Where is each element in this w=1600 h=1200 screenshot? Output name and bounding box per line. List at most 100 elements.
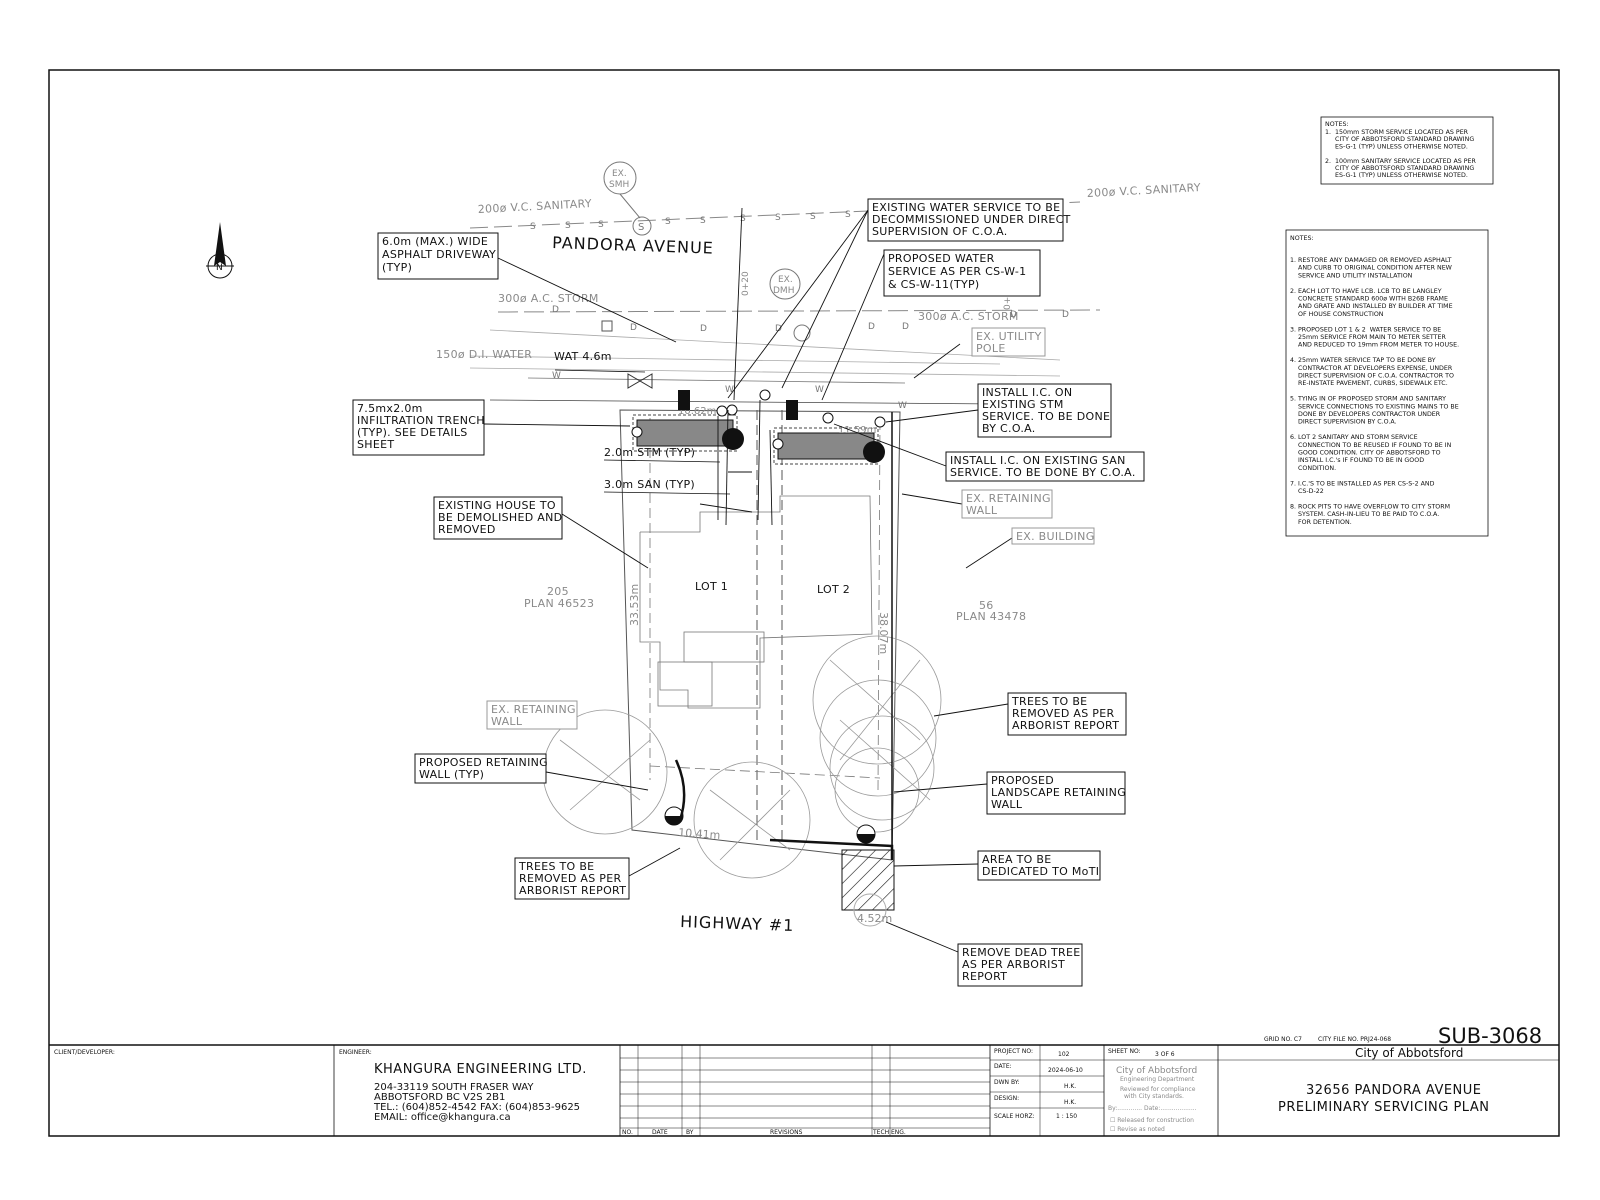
engineer-email: EMAIL: office@khangura.ca [374,1112,511,1123]
coa-stamp-1: City of Abbotsford [1116,1066,1197,1076]
water-meter-lot2-icon [786,400,798,420]
svg-text:WALL: WALL [991,798,1023,811]
note-line: CONTRACTOR AT DEVELOPERS EXPENSE, UNDER [1290,365,1453,372]
ex-dmh-label-2: DMH [773,286,794,296]
dim-dedication: 4.52m [857,912,892,925]
note-line: 5. TYING IN OF PROPOSED STORM AND SANITA… [1290,396,1446,403]
design-label: DESIGN: [994,1095,1019,1102]
note-line: CONNECTION TO BE REUSED IF FOUND TO BE I… [1290,442,1452,449]
dim-width-label: 10.62m [678,406,716,417]
svg-text:W: W [725,385,734,395]
note-line: FOR DETENTION. [1290,519,1352,526]
infiltration-trench-lot2 [777,432,875,460]
note-line: 2. 100mm SANITARY SERVICE LOCATED AS PER [1325,158,1477,165]
rev-col-eng: ENG. [891,1129,906,1136]
water-meter-lot1-icon [678,390,690,410]
coa-stamp-2: Engineering Department [1120,1076,1195,1083]
svg-text:(TYP): (TYP) [382,261,412,274]
city-title: City of Abbotsford [1355,1046,1463,1060]
note-line: 7. I.C.'S TO BE INSTALLED AS PER CS-S-2 … [1290,480,1435,487]
station-label-2: 0+46 [1003,285,1013,310]
note-line: 1. RESTORE ANY DAMAGED OR REMOVED ASPHAL… [1290,257,1452,264]
storm-manhole-icon [793,324,811,342]
ex-smh-label-1: EX. [612,169,627,179]
svg-text:EXISTING WATER SERVICE TO BE: EXISTING WATER SERVICE TO BE [872,201,1060,214]
svg-text:D: D [1062,310,1069,320]
infiltration-trench-lot1 [636,419,734,447]
svg-text:AREA TO BE: AREA TO BE [982,853,1052,866]
callout-utility-pole: EX. UTILITY POLE [971,327,1046,357]
note-line: ES-G-1 (TYP) UNLESS OTHERWISE NOTED. [1325,172,1468,179]
rock-pit-lot1-icon [722,428,744,450]
svg-text:SERVICE AS PER CS-W-1: SERVICE AS PER CS-W-1 [888,265,1026,278]
note-line: AND CURB TO ORIGINAL CONDITION AFTER NEW [1290,265,1453,272]
svg-text:& CS-W-11(TYP): & CS-W-11(TYP) [888,278,980,291]
svg-text:(TYP). SEE DETAILS: (TYP). SEE DETAILS [357,426,468,439]
coa-by-date: By:............. Date:..................… [1108,1105,1197,1112]
note-line: CONCRETE STANDARD 600ø WITH B26B FRAME [1290,296,1448,303]
city-file-number: CITY FILE NO. PRJ24-068 [1318,1036,1391,1043]
note-line: 2. EACH LOT TO HAVE LCB. LCB TO BE LANGL… [1290,288,1442,295]
trees [542,635,942,879]
note-line: 25mm SERVICE FROM MAIN TO METER SETTER [1290,334,1446,341]
east-plan: PLAN 43478 [956,610,1026,623]
svg-text:REPORT: REPORT [962,970,1007,983]
street-name-highway: HIGHWAY #1 [680,912,795,935]
water-main [527,377,906,384]
note-line: OF HOUSE CONSTRUCTION [1290,311,1384,318]
svg-text:ARBORIST REPORT: ARBORIST REPORT [1012,719,1119,732]
svg-text:S: S [845,210,851,220]
note-line: 4. 25mm WATER SERVICE TAP TO BE DONE BY [1290,357,1436,364]
rev-col-by: BY [686,1129,694,1136]
svg-text:TREES TO BE: TREES TO BE [1011,695,1087,708]
lot-2-label: LOT 2 [817,583,850,596]
sanitary-manhole-icon [632,216,652,236]
station-label: 0+20 [741,271,751,296]
svg-text:WALL: WALL [966,504,998,517]
dim-depth-right: 38.07m [877,612,890,654]
svg-text:NOTES:: NOTES: [1325,121,1349,128]
dim-depth-left: 33.53m [628,584,641,626]
svg-text:W: W [815,385,824,395]
note-line: SERVICE AND UTILITY INSTALLATION [1290,272,1413,279]
note-line: GOOD CONDITION. CITY OF ABBOTSFORD TO [1290,450,1441,457]
stm-dim-label: 2.0m STM (TYP) [604,446,695,459]
svg-text:W: W [898,401,907,411]
catch-basin-icon [601,320,613,332]
sub-number: SUB-3068 [1438,1024,1542,1048]
dwn-value: H.K. [1064,1083,1076,1090]
west-lot-number: 205 [547,585,569,598]
date-label: DATE: [994,1063,1012,1070]
tree-removal-markers [664,806,876,844]
svg-text:TREES TO BE: TREES TO BE [518,860,594,873]
proposed-retaining-wall [674,759,686,821]
callout-ic-storm: INSTALL I.C. ON EXISTING STM SERVICE. TO… [977,383,1112,438]
svg-text:POLE: POLE [976,342,1006,355]
svg-text:EXISTING HOUSE TO: EXISTING HOUSE TO [438,499,556,512]
note-line: SERVICE CONNECTIONS TO EXISTING MAINS TO… [1290,403,1459,410]
notes-small-box: NOTES: 1. 150mm STORM SERVICE LOCATED AS… [1320,116,1494,185]
callout-proposed-retaining-wall: PROPOSED RETAINING WALL (TYP) [414,753,548,784]
dim-bottom: 10.41m [678,826,721,842]
svg-text:S: S [565,221,571,231]
storm-label-right: 300ø A.C. STORM [918,310,1019,323]
scale-value: 1 : 150 [1056,1113,1077,1120]
callout-proposed-water: PROPOSED WATER SERVICE AS PER CS-W-1 & C… [883,249,1041,297]
note-line: DIRECT SUPERVISION BY C.O.A. [1290,419,1397,426]
svg-text:D: D [552,305,559,315]
east-lot-number: 56 [979,599,994,612]
note-line: SYSTEM. CASH-IN-LIEU TO BE PAID TO C.O.A… [1290,511,1439,518]
callout-landscape-wall: PROPOSED LANDSCAPE RETAINING WALL [986,771,1126,815]
svg-text:S: S [665,217,671,227]
ex-smh-label-2: SMH [609,180,629,190]
engineer-address-1: 204-33119 SOUTH FRASER WAY [374,1082,534,1093]
callout-trees-right: TREES TO BE REMOVED AS PER ARBORIST REPO… [1007,692,1127,736]
svg-text:D: D [1010,310,1017,320]
coa-released: ☐ Released for construction [1110,1117,1194,1124]
svg-text:S: S [530,222,536,232]
svg-text:D: D [775,324,782,334]
water-valve-icon [627,373,653,389]
note-line: 6. LOT 2 SANITARY AND STORM SERVICE [1290,434,1418,441]
drawing-border [48,69,1560,1137]
